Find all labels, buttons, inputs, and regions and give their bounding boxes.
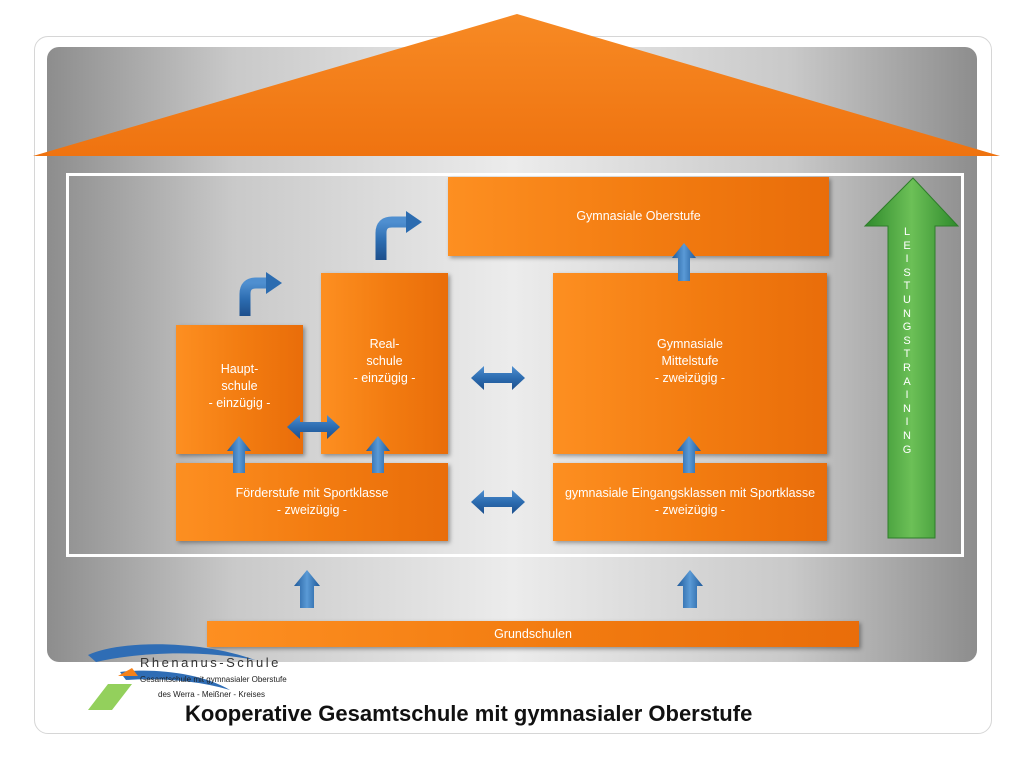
training-letter: T <box>903 280 911 293</box>
double-arrow-icon <box>287 415 340 439</box>
school-frame <box>66 173 964 557</box>
box-realschule: Real- schule - einzügig - <box>321 273 448 454</box>
training-letter: I <box>905 253 909 266</box>
training-letter: S <box>903 266 911 279</box>
box-line: Gymnasiale Oberstufe <box>576 209 701 223</box>
box-hauptschule: Haupt- schule - einzügig - <box>176 325 303 454</box>
logo-swoosh-icon <box>88 644 255 662</box>
up-arrow-icon <box>677 570 703 608</box>
training-letter: I <box>905 416 909 429</box>
double-arrow-icon <box>471 490 525 514</box>
training-letter: G <box>902 321 912 334</box>
box-line: Förderstufe mit Sportklasse <box>235 486 389 500</box>
training-letter: A <box>903 375 911 388</box>
training-letter: E <box>903 239 911 252</box>
box-grundschulen: Grundschulen <box>207 621 859 647</box>
training-letter: N <box>903 402 911 415</box>
turn-arrow-icon <box>239 272 282 316</box>
logo-triangle-icon <box>88 684 132 710</box>
box-foerderstufe: Förderstufe mit Sportklasse - zweizügig … <box>176 463 448 541</box>
box-line: Grundschulen <box>494 626 572 641</box>
box-gymnasiale-oberstufe: Gymnasiale Oberstufe <box>448 177 829 256</box>
logo-name: Rhenanus-Schule <box>140 655 281 670</box>
logo-swoosh-icon <box>120 670 230 690</box>
up-arrow-large-icon <box>863 177 960 539</box>
box-line: schule <box>221 379 258 393</box>
box-line: - zweizügig - <box>654 371 726 385</box>
box-line: - einzügig - <box>353 371 416 385</box>
box-line: - zweizügig - <box>654 503 726 517</box>
double-arrow-icon <box>471 366 525 390</box>
box-line: Mittelstufe <box>661 354 719 368</box>
logo-triangle-icon <box>118 668 138 676</box>
box-gymnasiale-mittelstufe: Gymnasiale Mittelstufe - zweizügig - <box>553 273 827 454</box>
box-line: - einzügig - <box>208 396 271 410</box>
training-letter: T <box>903 348 911 361</box>
training-letter: G <box>902 443 912 456</box>
training-letter: U <box>903 293 911 306</box>
up-arrow-icon <box>227 436 251 473</box>
logo-subtitle: des Werra - Meißner - Kreises <box>158 690 265 699</box>
box-line: gymnasiale Eingangsklassen mit Sportklas… <box>564 486 816 500</box>
box-line: Gymnasiale <box>657 337 723 351</box>
up-arrow-icon <box>672 243 696 281</box>
training-letter: I <box>905 389 909 402</box>
training-letter: R <box>903 361 911 374</box>
box-line: Real- <box>369 337 400 351</box>
training-letter: L <box>903 226 911 238</box>
training-letter: N <box>903 307 911 320</box>
training-letter: N <box>903 429 911 442</box>
box-line: schule <box>366 354 403 368</box>
up-arrow-icon <box>294 570 320 608</box>
box-line: Haupt- <box>220 362 259 376</box>
up-arrow-icon <box>366 436 390 473</box>
logo-subtitle: Gesamtschule mit gymnasialer Oberstufe <box>140 675 287 684</box>
turn-arrow-icon <box>375 211 422 260</box>
roof <box>33 14 1000 156</box>
up-arrow-icon <box>677 436 701 473</box>
leistungstraining-label: L E I S T U N G S T R A I N I N G <box>892 226 922 457</box>
box-line: - zweizügig - <box>276 503 348 517</box>
training-letter: S <box>903 334 911 347</box>
page-title: Kooperative Gesamtschule mit gymnasialer… <box>185 701 753 726</box>
box-gymnasiale-eingangsklassen: gymnasiale Eingangsklassen mit Sportklas… <box>553 463 827 541</box>
